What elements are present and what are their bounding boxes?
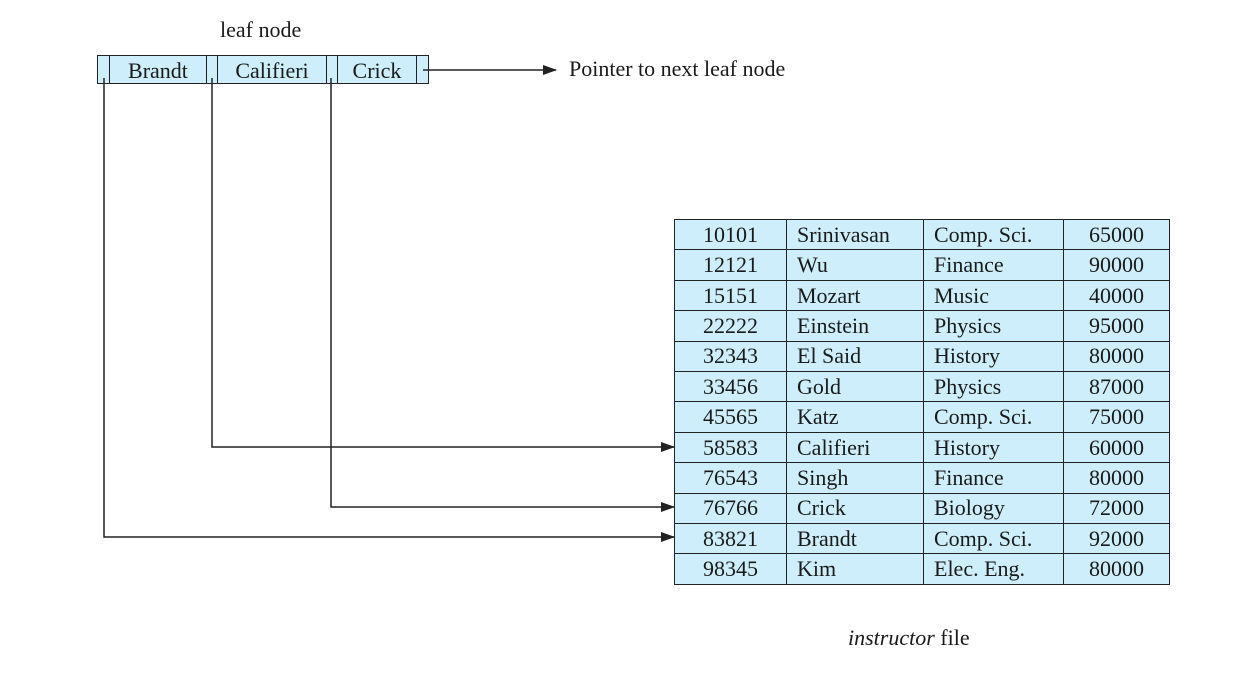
instructor-id-cell: 76766 [674, 492, 787, 525]
instructor-id-cell: 32343 [674, 340, 787, 373]
instructor-name-cell: Mozart [786, 279, 924, 312]
califieri-pointer-arrow [211, 78, 675, 452]
instructor-salary-cell: 92000 [1063, 523, 1170, 555]
leaf-pointer-slot-2 [206, 56, 218, 83]
instructor-name-cell: El Said [786, 340, 924, 373]
instructor-name-cell: Singh [786, 462, 924, 494]
next-pointer-label: Pointer to next leaf node [569, 56, 786, 81]
instructor-salary-cell: 72000 [1063, 492, 1170, 525]
instructor-dept-cell: Music [923, 279, 1064, 312]
instructor-name-cell: Katz [786, 401, 924, 433]
instructor-salary-cell: 60000 [1063, 431, 1170, 464]
brandt-pointer-arrow [103, 78, 675, 542]
instructor-name-cell: Gold [786, 371, 924, 403]
instructor-salary-cell: 95000 [1063, 310, 1170, 342]
instructor-salary-cell: 90000 [1063, 249, 1170, 281]
instructor-name-cell: Brandt [786, 523, 924, 555]
instructor-salary-cell: 80000 [1063, 462, 1170, 494]
leaf-pointer-slot-1 [98, 56, 110, 83]
instructor-name-cell: Einstein [786, 310, 924, 342]
instructor-salary-cell: 80000 [1063, 340, 1170, 373]
instructor-salary-cell: 75000 [1063, 401, 1170, 433]
leaf-key-1: Brandt [128, 58, 188, 83]
instructor-dept-cell: Physics [923, 310, 1064, 342]
instructor-name-cell: Srinivasan [786, 218, 924, 251]
instructor-salary-cell: 80000 [1063, 553, 1170, 585]
instructor-name-cell: Kim [786, 553, 924, 585]
instructor-id-cell: 15151 [674, 279, 787, 312]
instructor-salary-cell: 40000 [1063, 279, 1170, 312]
instructor-salary-cell: 65000 [1063, 218, 1170, 251]
leaf-key-2: Califieri [235, 58, 309, 83]
instructor-id-cell: 76543 [674, 462, 787, 494]
leaf-node: Brandt Califieri Crick [97, 55, 429, 84]
instructor-id-cell: 98345 [674, 553, 787, 585]
instructor-dept-cell: Elec. Eng. [923, 553, 1064, 585]
instructor-dept-cell: History [923, 431, 1064, 464]
instructor-id-cell: 12121 [674, 249, 787, 281]
instructor-salary-cell: 87000 [1063, 371, 1170, 403]
instructor-dept-cell: History [923, 340, 1064, 373]
leaf-key-3: Crick [352, 58, 402, 83]
instructor-id-cell: 33456 [674, 371, 787, 403]
leaf-pointer-slot-3 [326, 56, 338, 83]
instructor-name-cell: Califieri [786, 431, 924, 464]
instructor-dept-cell: Biology [923, 492, 1064, 525]
instructor-id-cell: 45565 [674, 401, 787, 433]
instructor-name-cell: Crick [786, 492, 924, 525]
instructor-dept-cell: Finance [923, 462, 1064, 494]
instructor-dept-cell: Comp. Sci. [923, 523, 1064, 555]
caption-relation-name: instructor [848, 625, 935, 650]
crick-pointer-arrow [330, 78, 675, 512]
instructor-dept-cell: Finance [923, 249, 1064, 281]
instructor-dept-cell: Comp. Sci. [923, 218, 1064, 251]
instructor-dept-cell: Comp. Sci. [923, 401, 1064, 433]
instructor-file-caption: instructor file [848, 625, 970, 651]
caption-suffix: file [934, 625, 970, 650]
leaf-node-title: leaf node [220, 17, 302, 42]
instructor-id-cell: 10101 [674, 218, 787, 251]
instructor-name-cell: Wu [786, 249, 924, 281]
instructor-id-cell: 58583 [674, 431, 787, 464]
instructor-dept-cell: Physics [923, 371, 1064, 403]
instructor-id-cell: 22222 [674, 310, 787, 342]
leaf-next-pointer-slot [416, 56, 428, 83]
instructor-id-cell: 83821 [674, 523, 787, 555]
